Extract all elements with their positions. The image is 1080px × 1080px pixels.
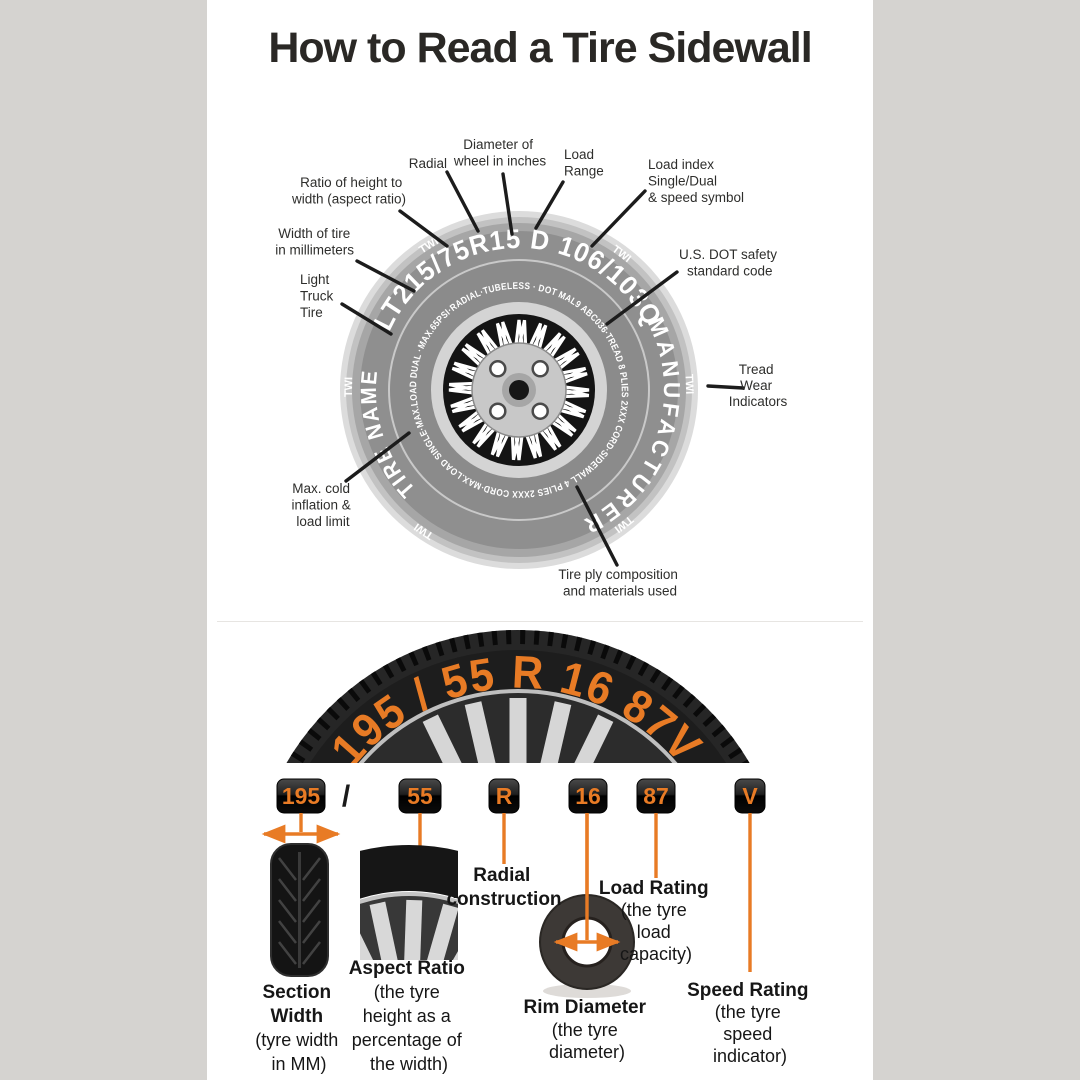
tyre-code-breakdown: 195 / 55 R 16 87V 195 / 55 R 16 87 V (255, 630, 813, 1074)
callout-tire-ply: Tire ply composition and materials used (558, 567, 681, 599)
alloy-spokes (422, 698, 614, 763)
page-title: How to Read a Tire Sidewall (268, 24, 812, 72)
badge-text-195: 195 (282, 783, 321, 809)
wheel-section-view (360, 845, 458, 960)
label-rim-diameter: Rim Diameter (the tyre diameter) (524, 997, 651, 1062)
label-speed-rating: Speed Rating (the tyre speed indicator) (687, 980, 813, 1066)
callout-dot-code: U.S. DOT safety standard code (679, 247, 781, 279)
badge-text-v: V (742, 783, 758, 809)
callout-labels: Radial Diameter of wheel in inches Load … (275, 137, 787, 599)
callout-lines (340, 170, 745, 567)
callout-load-index: Load index Single/Dual & speed symbol (648, 157, 744, 205)
callout-load-range: Load Range (564, 147, 604, 179)
callout-tread-wear: Tread Wear Indicators (729, 362, 788, 409)
label-load-rating: Load Rating (the tyre load capacity) (599, 878, 713, 964)
content-column: How to Read a Tire Sidewall (207, 0, 873, 1080)
bottom-labels: Section Width (tyre width in MM) Aspect … (255, 865, 813, 1074)
code-badges: 195 / 55 R 16 87 V (276, 778, 766, 814)
callout-tire-width: Width of tire in millimeters (275, 226, 354, 258)
badge-text-r: R (496, 783, 513, 809)
label-section-width: Section Width (tyre width in MM) (255, 982, 342, 1074)
tire-photo: 195 / 55 R 16 87V (286, 630, 750, 763)
slash-separator: / (342, 780, 351, 813)
callout-light-truck: Light Truck Tire (300, 272, 337, 320)
twi-left: TWI (343, 377, 355, 397)
tread-front-view (270, 843, 329, 977)
callout-max-cold: Max. cold inflation & load limit (291, 481, 354, 529)
tire-illustration: LT215/75R15 D 106/103Q TIRE NAME MANUFAC… (340, 211, 698, 569)
callout-aspect-ratio: Ratio of height to width (aspect ratio) (291, 175, 406, 207)
twi-right: TWI (683, 374, 696, 395)
label-radial-construction: Radial construction (446, 865, 561, 910)
badge-text-55: 55 (407, 783, 433, 809)
callout-wheel-diameter: Diameter of wheel in inches (453, 137, 547, 169)
badge-text-16: 16 (575, 783, 601, 809)
lug-bolts (489, 360, 549, 420)
callout-radial: Radial (409, 156, 447, 171)
label-aspect-ratio: Aspect Ratio (the tyre height as a perce… (349, 958, 470, 1074)
badge-text-87: 87 (643, 783, 669, 809)
tire-sidewall-diagram: LT215/75R15 D 106/103Q TIRE NAME MANUFAC… (275, 137, 787, 599)
hub-center-hole (509, 380, 529, 400)
section-divider (217, 621, 863, 622)
